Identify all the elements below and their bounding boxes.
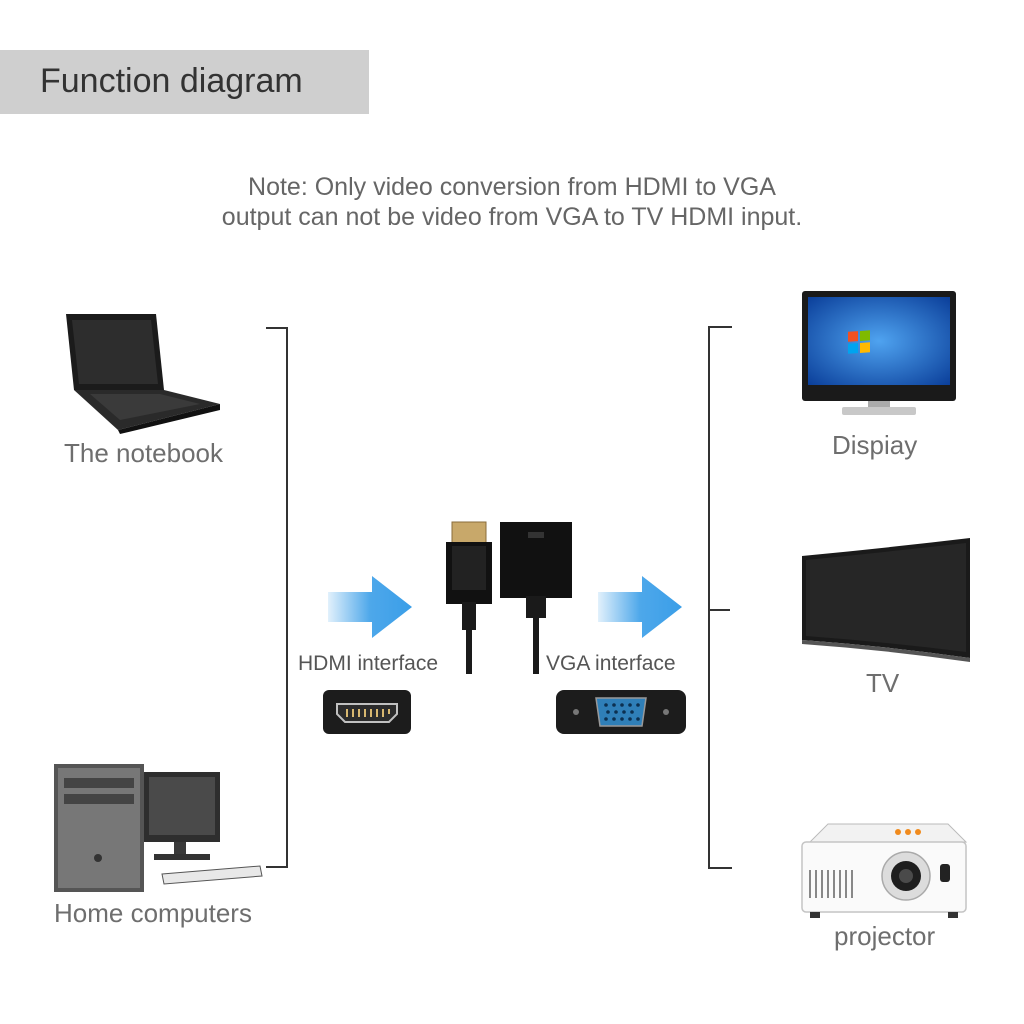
- desktop-computer-icon: [50, 758, 265, 893]
- tv-icon: [800, 536, 972, 664]
- monitor-icon: [802, 291, 956, 417]
- output-label-projector: projector: [834, 921, 936, 951]
- laptop-icon: [60, 312, 225, 434]
- output-label-tv: TV: [866, 668, 900, 698]
- vga-interface-label: VGA interface: [546, 652, 676, 675]
- hdmi-to-vga-adapter-icon: [440, 518, 576, 674]
- title-banner: [0, 50, 369, 114]
- source-label-home-computers: Home computers: [54, 898, 252, 928]
- output-label-display: Dispiay: [832, 430, 918, 460]
- arrow-right-icon: [598, 576, 684, 638]
- conversion-note: Note: Only video conversion from HDMI to…: [112, 172, 912, 232]
- page-title: Function diagram: [40, 62, 303, 100]
- vga-port-icon: [556, 690, 686, 734]
- output-bracket-branch: [708, 609, 730, 611]
- projector-icon: [798, 820, 970, 920]
- output-bracket: [708, 326, 732, 869]
- source-bracket: [266, 327, 288, 868]
- arrow-right-icon: [328, 576, 414, 638]
- source-label-notebook: The notebook: [64, 438, 224, 468]
- hdmi-interface-label: HDMI interface: [298, 652, 439, 675]
- hdmi-port-icon: [323, 690, 411, 734]
- note-line-1: Note: Only video conversion from HDMI to…: [248, 173, 776, 201]
- note-line-2: output can not be video from VGA to TV H…: [221, 203, 803, 231]
